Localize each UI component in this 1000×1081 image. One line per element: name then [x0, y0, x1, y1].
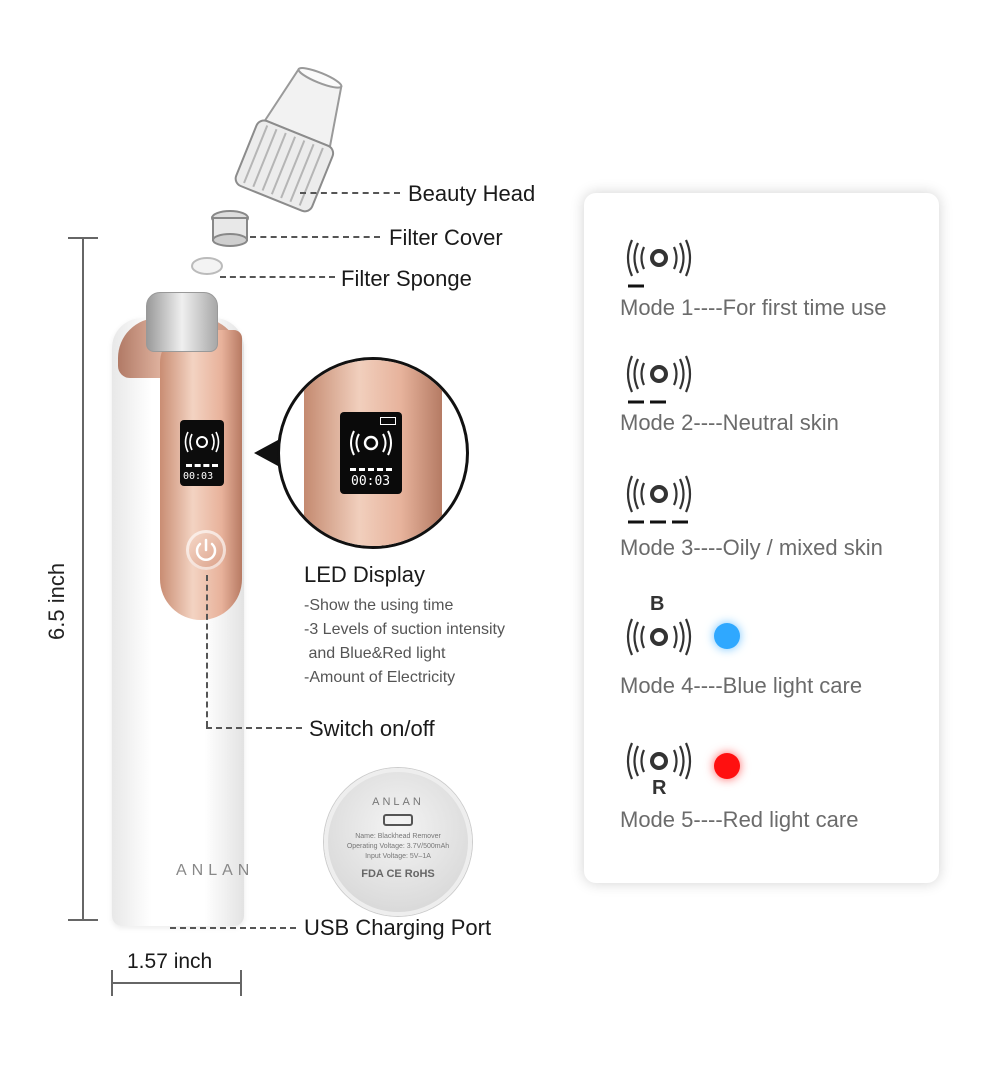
mode-5-suction-icon	[626, 742, 692, 780]
height-dimension-label: 6.5 inch	[44, 562, 69, 640]
zoom-timer: 00:03	[351, 474, 391, 489]
device-brand-text: ANLAN	[176, 862, 255, 879]
disc-line: Input Voltage: 5V–1A	[365, 853, 431, 860]
device-nozzle	[146, 292, 218, 352]
device-timer: 00:03	[183, 471, 214, 482]
usb-port-icon	[383, 814, 413, 826]
beauty-head-leader	[300, 192, 400, 194]
filter-cover-label: Filter Cover	[389, 225, 503, 250]
beauty-head-label: Beauty Head	[408, 181, 536, 206]
width-dimension-label: 1.57 inch	[127, 950, 213, 973]
zoom-pointer-arrow	[254, 440, 278, 466]
mode-2-suction-icon	[626, 355, 692, 404]
disc-certifications: FDA CE RoHS	[361, 868, 435, 880]
zoom-led-screen: 00:03	[340, 412, 402, 494]
led-display-title: LED Display	[304, 562, 426, 587]
mode-4-label: Mode 4----Blue light care	[620, 673, 863, 698]
filter-sponge-leader	[220, 276, 335, 278]
battery-icon	[380, 417, 396, 425]
usb-leader	[170, 927, 296, 929]
height-dimension-bottom-tick	[68, 919, 98, 921]
switch-leader-horizontal	[206, 727, 302, 729]
zoom-level-bars	[350, 468, 392, 471]
mode-3-suction-icon	[626, 475, 692, 524]
suction-icon	[350, 430, 392, 456]
switch-leader-vertical	[206, 575, 208, 727]
mode-5-letter: R	[652, 777, 667, 799]
disc-brand: ANLAN	[372, 796, 424, 808]
height-dimension-line	[82, 237, 84, 921]
mode-1-label: Mode 1----For first time use	[620, 295, 887, 320]
suction-icon	[184, 431, 220, 453]
width-dimension-left-tick	[111, 970, 113, 996]
mode-3-label: Mode 3----Oily / mixed skin	[620, 535, 883, 560]
disc-line: Name: Blackhead Remover	[355, 833, 441, 840]
usb-port-label: USB Charging Port	[304, 915, 492, 940]
beauty-head-illustration	[234, 67, 343, 213]
led-display-description: LED Display -Show the using time -3 Leve…	[304, 562, 505, 690]
led-display-line: -3 Levels of suction intensity	[304, 621, 505, 638]
filter-sponge-illustration	[191, 257, 223, 275]
switch-label: Switch on/off	[309, 716, 435, 741]
filter-cover-illustration	[211, 210, 249, 247]
led-display-line: and Blue&Red light	[304, 645, 446, 662]
led-display-zoom: 00:03	[277, 357, 469, 549]
filter-sponge-label: Filter Sponge	[341, 266, 472, 291]
modes-card: Mode 1----For first time use Mode 2----N…	[584, 193, 939, 883]
device-led-screen: 00:03	[180, 420, 224, 486]
power-button[interactable]	[186, 530, 226, 570]
led-display-line: -Amount of Electricity	[304, 669, 456, 686]
power-icon	[195, 538, 217, 561]
filter-cover-leader	[250, 236, 380, 238]
red-light-indicator	[714, 753, 740, 779]
mode-4-letter: B	[650, 593, 665, 615]
led-display-line: -Show the using time	[304, 597, 454, 614]
width-dimension-line	[112, 982, 242, 984]
charging-port-disc: ANLAN Name: Blackhead Remover Operating …	[324, 768, 472, 916]
mode-4-suction-icon	[626, 618, 692, 656]
mode-5-label: Mode 5----Red light care	[620, 807, 859, 832]
device-level-bars	[186, 464, 218, 470]
blue-light-indicator	[714, 623, 740, 649]
mode-1-suction-icon	[626, 239, 692, 288]
mode-2-label: Mode 2----Neutral skin	[620, 410, 839, 435]
disc-line: Operating Voltage: 3.7V/500mAh	[346, 843, 450, 850]
width-dimension-right-tick	[240, 970, 242, 996]
